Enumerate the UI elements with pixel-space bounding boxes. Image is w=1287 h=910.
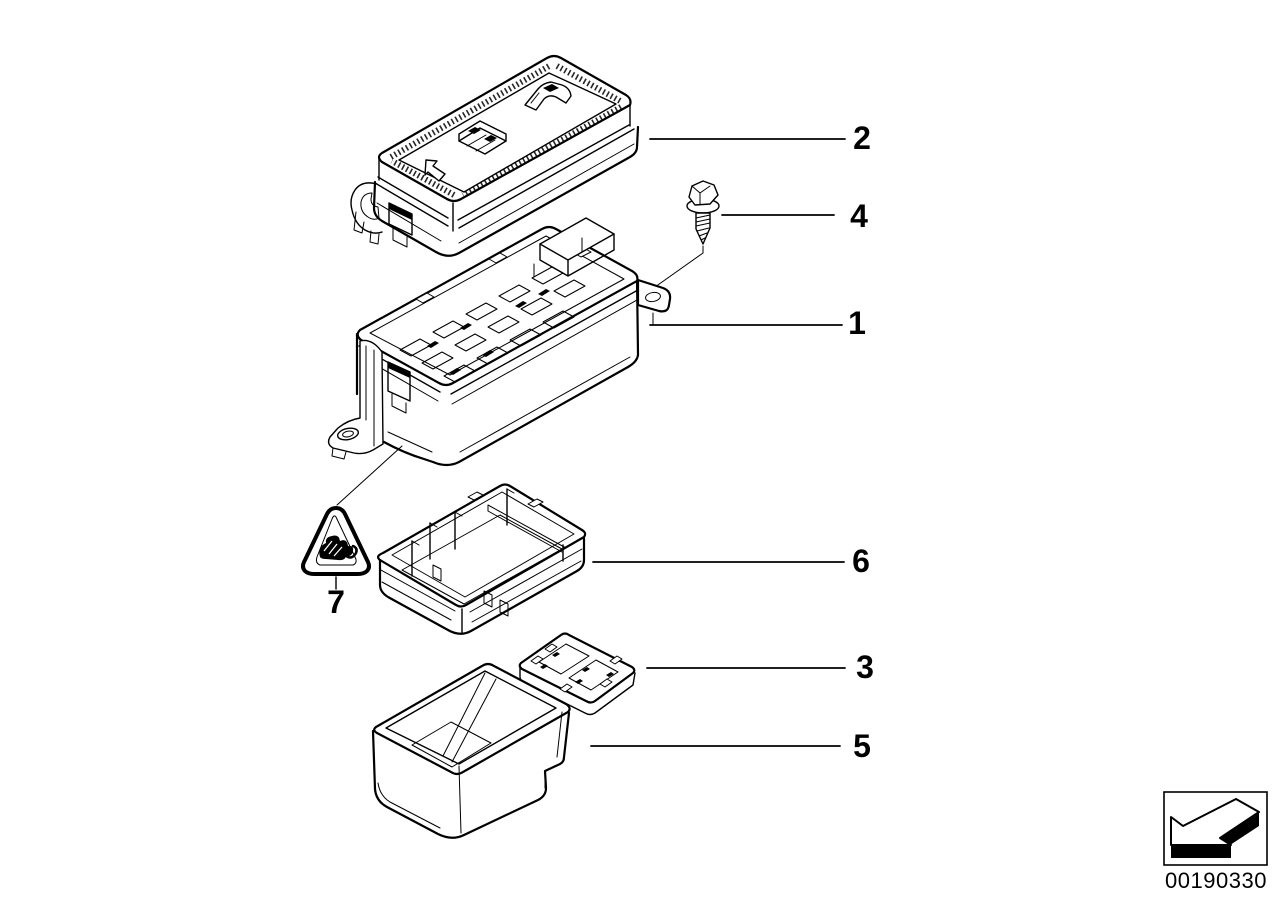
housing-rim [376,483,587,608]
carrier-bottom-outline [382,276,640,467]
carrier-latch-tail [391,393,407,414]
tray-interior-slope [411,672,497,768]
callout-label-2[interactable]: 2 [853,120,871,156]
callout-label-3[interactable]: 3 [856,649,874,685]
image-number: 00190330 [1165,868,1267,893]
part-fuse-carrier[interactable] [327,217,672,467]
screw-threads [695,214,711,241]
housing-tabs [467,491,544,508]
cover-clip-legs [353,211,380,245]
cover-inner-panel [398,72,617,193]
tray-rim [373,662,571,776]
carrier-mount-ear [636,278,672,313]
carrier-latch-band [388,362,410,378]
callout-labels: 2 4 1 6 3 5 7 [327,120,874,764]
screw-head-facets [691,185,711,205]
hazard-pictogram [319,535,358,561]
tray-left-seam [377,782,441,829]
housing-seams [380,548,583,623]
carrier-ear-hole [645,291,661,303]
housing-wall-clips [432,564,509,617]
frame-bays [538,643,619,691]
part-screw[interactable] [654,180,720,288]
page-flip-arrow-icon [1170,798,1260,858]
cover-clip-notch [360,192,380,220]
carrier-relay-holder [533,217,615,278]
callout-leader-lines [590,138,846,747]
callout-label-4[interactable]: 4 [850,198,868,234]
cover-clip-outline [350,182,383,234]
triangle-position-line [336,445,403,506]
callout-label-5[interactable]: 5 [853,728,871,764]
carrier-rim [356,225,639,387]
cover-skirt-seam [376,143,635,244]
housing-rim-inner [391,491,575,598]
screw-head [688,180,719,206]
housing-wall-outline [378,536,586,635]
fuse-puller-icon [524,81,572,111]
part-tray[interactable] [371,662,571,839]
cover-skirt-outline [372,125,640,257]
tray-rim-inner [385,670,557,765]
callout-label-6[interactable]: 6 [852,543,870,579]
part-warning-symbol[interactable] [301,445,403,590]
housing-posts [411,488,564,577]
cover-tier-edge-2 [374,128,635,229]
carrier-bottom-seam [387,356,631,453]
diagram-stamp: 00190330 [1163,791,1268,893]
carrier-latch [387,361,411,402]
housing-partition [487,504,567,553]
carrier-rim-inner [369,235,625,376]
cover-latch-tail [392,226,408,248]
part-lower-housing[interactable] [376,483,587,635]
tray-body-outline [371,711,571,839]
tray-front-corner-line [458,765,462,834]
cover-latch-band [389,203,412,220]
tray-right-wall-lines [544,711,563,789]
screw-position-line [654,245,704,288]
carrier-mount-bracket [327,339,384,460]
frame-tabs [530,643,623,693]
housing-floor [401,514,563,605]
callout-label-7[interactable]: 7 [327,584,345,620]
triangle-inner-line [315,515,357,566]
cover-tier-edge-1 [377,124,630,221]
cover-latch [388,202,413,236]
fuse-icon [458,120,507,155]
open-direction-arrow-icon [424,159,446,182]
part-cover[interactable] [350,54,640,257]
callout-label-1[interactable]: 1 [848,305,866,341]
housing-post-caps [411,488,515,546]
